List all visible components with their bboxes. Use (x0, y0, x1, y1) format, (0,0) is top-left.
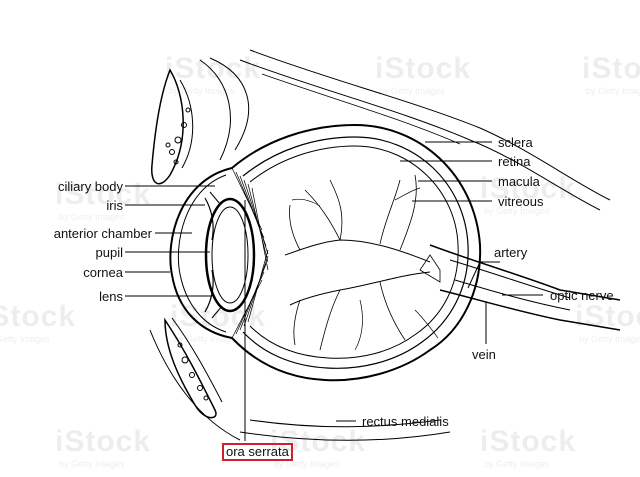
label-sclera: sclera (498, 135, 533, 150)
sclera (231, 123, 482, 382)
ciliary-region (231, 167, 269, 339)
label-anterior-chamber: anterior chamber (53, 226, 152, 241)
label-vitreous: vitreous (498, 194, 544, 209)
label-lens: lens (99, 289, 123, 304)
label-optic-nerve: optic nerve (550, 288, 614, 303)
label-ciliary-body: ciliary body (57, 179, 123, 194)
lens (204, 197, 256, 313)
blood-vessels (284, 174, 439, 351)
label-macula: macula (498, 174, 540, 189)
leader-lines (125, 141, 543, 441)
iris (204, 191, 223, 319)
label-rectus-medialis: rectus medialis (362, 414, 449, 429)
upper-eyelid (151, 57, 250, 185)
label-cornea: cornea (83, 265, 123, 280)
label-ora-serrata: ora serrata (222, 443, 293, 461)
label-artery: artery (494, 245, 528, 260)
label-iris: iris (106, 198, 123, 213)
lower-muscle-band (239, 419, 451, 441)
label-vein: vein (472, 347, 496, 362)
lower-eyelid (149, 317, 241, 441)
upper-muscle-band (239, 49, 611, 211)
label-retina: retina (498, 154, 531, 169)
label-pupil: pupil (95, 245, 123, 260)
cornea (169, 167, 233, 339)
optic-nerve (419, 244, 621, 331)
retina (249, 145, 459, 359)
